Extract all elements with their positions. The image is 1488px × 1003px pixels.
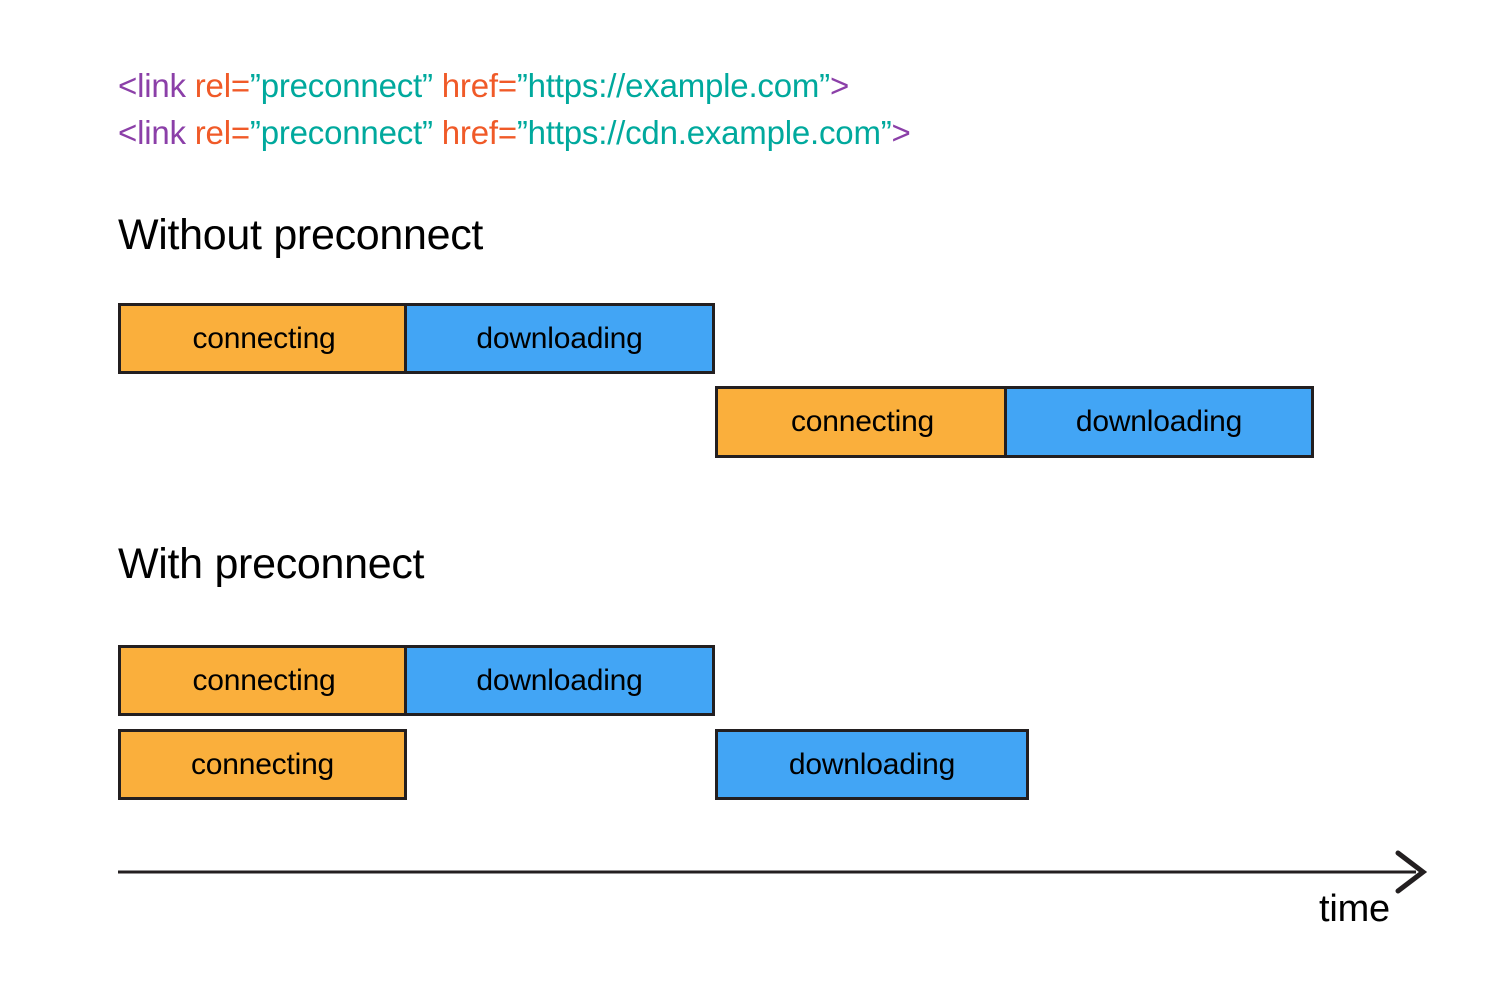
bar-with-request1-downloading: downloading [404, 645, 715, 716]
code-tag-close: > [829, 67, 850, 104]
bar-label: connecting [190, 747, 335, 781]
code-attr-href: href= [432, 114, 517, 151]
code-attr-href: href= [432, 67, 517, 104]
code-attr-rel: rel= [185, 67, 250, 104]
bar-without-request1-connecting: connecting [118, 303, 407, 374]
code-tag-open: <link [118, 67, 186, 104]
code-value-href: ”https://cdn.example.com” [516, 114, 892, 151]
arrowhead-icon [1395, 850, 1428, 894]
bar-without-request1-downloading: downloading [404, 303, 715, 374]
code-snippet: <link rel=”preconnect” href=”https://exa… [118, 62, 911, 156]
bar-label: connecting [790, 405, 935, 438]
bar-with-request1-connecting: connecting [118, 645, 407, 716]
bar-with-request2-downloading: downloading [715, 729, 1029, 800]
code-tag-open: <link [118, 114, 186, 151]
bar-label: downloading [1075, 405, 1243, 438]
bar-label: connecting [192, 663, 336, 697]
code-line-2: <link rel=”preconnect” href=”https://cdn… [118, 109, 911, 156]
code-value-rel: ”preconnect” [249, 67, 433, 104]
code-line-1: <link rel=”preconnect” href=”https://exa… [118, 62, 911, 109]
bar-label: downloading [788, 747, 956, 781]
code-tag-close: > [891, 114, 911, 151]
bar-without-request2-downloading: downloading [1004, 386, 1314, 458]
code-attr-rel: rel= [185, 114, 250, 151]
bar-label: downloading [476, 321, 643, 355]
section-heading-with-preconnect: With preconnect [118, 540, 425, 588]
code-value-rel: ”preconnect” [249, 114, 433, 151]
bar-without-request2-connecting: connecting [715, 386, 1007, 458]
time-axis-arrow [118, 850, 1428, 894]
bar-label: connecting [192, 321, 336, 355]
time-axis-label: time [1319, 888, 1390, 930]
section-heading-without-preconnect: Without preconnect [118, 211, 484, 259]
code-value-href: ”https://example.com” [516, 67, 830, 104]
bar-with-request2-connecting: connecting [118, 729, 407, 800]
bar-label: downloading [476, 663, 643, 697]
